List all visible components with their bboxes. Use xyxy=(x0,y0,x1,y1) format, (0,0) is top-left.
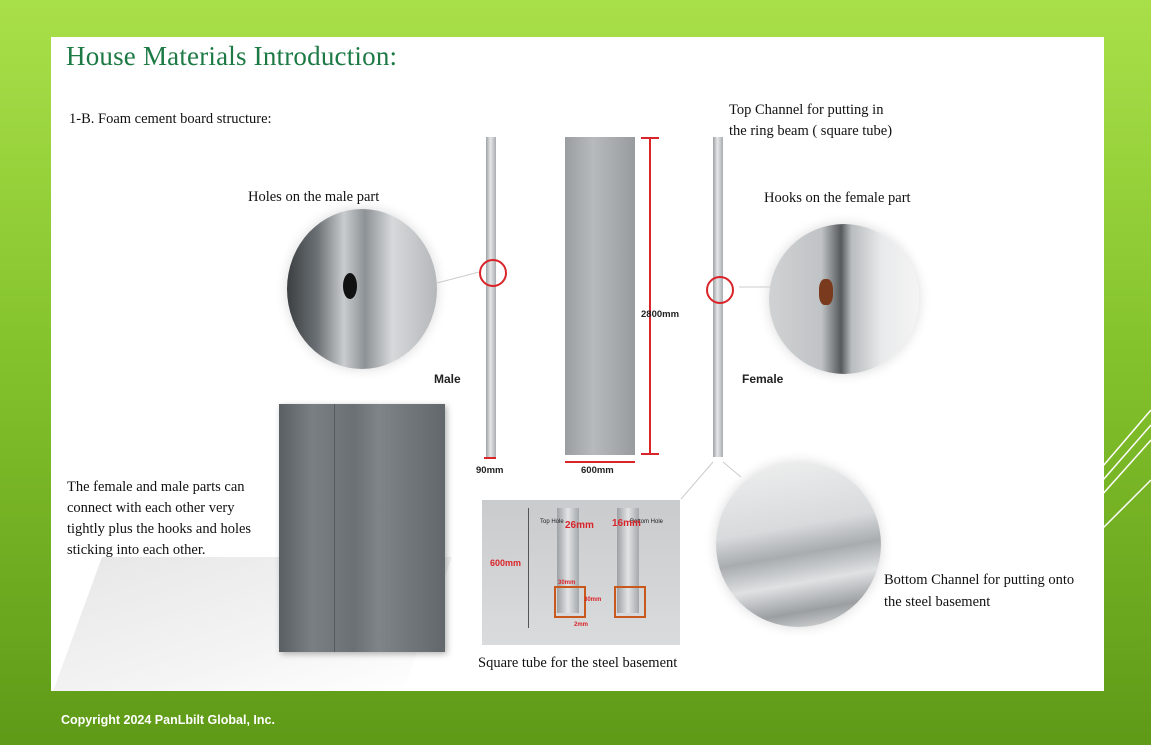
hook-shape xyxy=(819,279,833,305)
top-hole-dimension: 26mm xyxy=(565,520,594,531)
tube-depth-dimension: 30mm xyxy=(584,597,602,603)
male-stud xyxy=(486,137,496,457)
bottom-hole-dimension: 16mm xyxy=(612,518,641,529)
tube-stand xyxy=(528,508,529,628)
hooks-caption: Hooks on the female part xyxy=(764,190,911,206)
top-channel-caption-line1: Top Channel for putting in xyxy=(729,102,884,118)
square-tube-caption: Square tube for the steel basement xyxy=(478,655,678,671)
connection-text-line3: tightly plus the hooks and holes xyxy=(67,521,252,537)
slide-title: House Materials Introduction: xyxy=(66,41,398,71)
bottom-hole-label: Bottom Hole xyxy=(630,519,664,525)
top-channel-caption-line2: the ring beam ( square tube) xyxy=(729,123,893,139)
male-hole-marker xyxy=(479,259,507,287)
female-label: Female xyxy=(742,372,784,386)
female-hooks-closeup xyxy=(769,224,919,374)
height-dimension-line xyxy=(649,137,651,455)
holes-caption: Holes on the male part xyxy=(248,189,380,205)
female-hook-marker xyxy=(706,276,734,304)
stud-width-label: 90mm xyxy=(476,465,504,476)
square-tube-photo: Top Hole Bottom Hole 26mm 16mm 600mm 30m… xyxy=(482,500,680,645)
connection-text-line1: The female and male parts can xyxy=(67,479,245,495)
tube-thickness-dimension: 2mm xyxy=(574,622,589,628)
tube-cross-section-right xyxy=(614,586,646,618)
connection-text-line2: connect with each other very xyxy=(67,500,235,516)
male-label: Male xyxy=(434,372,461,386)
copyright-footer: Copyright 2024 PanLbilt Global, Inc. xyxy=(61,713,275,727)
male-holes-closeup xyxy=(287,209,437,369)
bottom-channel-closeup xyxy=(716,462,881,627)
tube-cross-section-left xyxy=(554,586,586,618)
tube-width-dimension: 30mm xyxy=(558,580,576,586)
bottom-channel-caption-line2: the steel basement xyxy=(884,594,991,610)
board-width-label: 600mm xyxy=(581,465,614,476)
connection-text-line4: sticking into each other. xyxy=(67,542,206,558)
foam-cement-board xyxy=(565,137,635,455)
section-label: 1-B. Foam cement board structure: xyxy=(69,111,272,127)
callout-lines xyxy=(436,271,771,500)
height-dimension-top-tick xyxy=(641,137,659,139)
stud-width-dimension-line xyxy=(484,457,496,459)
height-dimension-label: 2800mm xyxy=(641,309,680,320)
board-width-dimension-line xyxy=(565,461,635,463)
top-hole-label: Top Hole xyxy=(540,519,564,525)
slide-content: House Materials Introduction: 1-B. Foam … xyxy=(51,37,1104,691)
height-dimension-bottom-tick xyxy=(641,453,659,455)
tube-length-dimension: 600mm xyxy=(490,558,522,568)
foam-board-photo xyxy=(279,404,445,652)
bottom-channel-caption-line1: Bottom Channel for putting onto xyxy=(884,572,1075,588)
hole-shape xyxy=(343,273,357,299)
